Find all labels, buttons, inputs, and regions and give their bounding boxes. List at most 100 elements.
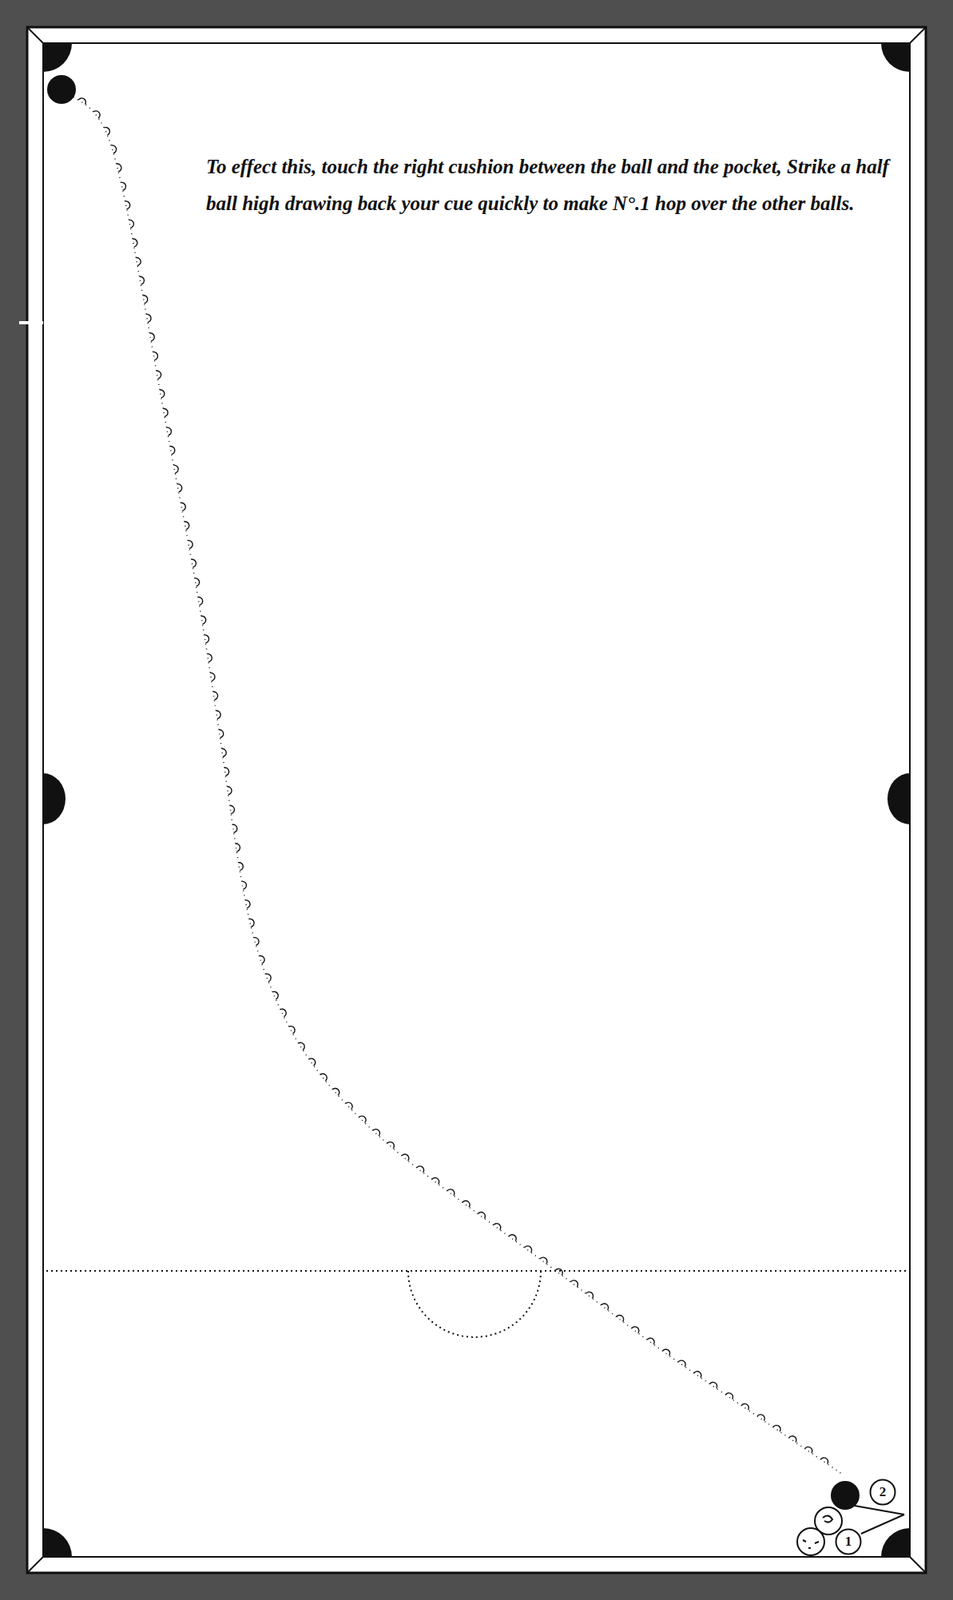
hop-mark bbox=[156, 370, 163, 380]
hop-mark bbox=[187, 540, 194, 549]
hop-mark bbox=[226, 786, 232, 795]
hop-mark bbox=[159, 389, 166, 398]
hop-mark bbox=[235, 842, 241, 852]
hop-mark bbox=[789, 1434, 799, 1443]
hop-mark bbox=[432, 1175, 441, 1184]
hop-mark bbox=[508, 1233, 518, 1242]
hop-mark bbox=[254, 936, 261, 946]
hop-mark bbox=[93, 109, 102, 119]
hop-mark bbox=[647, 1336, 656, 1345]
hop-mark bbox=[570, 1278, 580, 1287]
hop-mark bbox=[280, 1008, 288, 1017]
hop-mark bbox=[601, 1302, 611, 1311]
hop-mark bbox=[180, 502, 187, 512]
hop-mark bbox=[111, 144, 118, 154]
table-bed bbox=[43, 43, 910, 1557]
hop-mark bbox=[320, 1072, 329, 1081]
hop-mark bbox=[289, 1024, 297, 1034]
hop-mark bbox=[162, 408, 169, 417]
hop-mark bbox=[139, 275, 146, 285]
hop-mark bbox=[694, 1369, 703, 1378]
hop-mark bbox=[332, 1086, 341, 1096]
hop-mark bbox=[249, 917, 255, 927]
hop-mark bbox=[103, 126, 112, 136]
hop-mark bbox=[198, 596, 204, 606]
hop-mark bbox=[142, 294, 149, 304]
hop-mark bbox=[345, 1100, 355, 1110]
hop-mark bbox=[120, 181, 127, 191]
hop-mark bbox=[631, 1325, 641, 1334]
hop-mark bbox=[132, 238, 139, 247]
hop-mark bbox=[221, 748, 227, 758]
hop-mark bbox=[757, 1413, 767, 1422]
hop-mark bbox=[358, 1114, 368, 1124]
numbered-ball: 1 bbox=[834, 1528, 862, 1556]
numbered-ball: 2 bbox=[869, 1478, 897, 1506]
hop-mark bbox=[213, 690, 219, 700]
hop-mark bbox=[224, 766, 230, 776]
hop-mark bbox=[401, 1152, 411, 1161]
hop-mark bbox=[210, 672, 215, 682]
hop-mark bbox=[238, 861, 244, 871]
hop-mark bbox=[741, 1401, 751, 1410]
hop-mark bbox=[135, 257, 142, 267]
hop-mark bbox=[709, 1380, 719, 1389]
hop-mark bbox=[416, 1164, 426, 1173]
hop-mark bbox=[177, 483, 183, 493]
hop-mark bbox=[184, 520, 191, 530]
hop-mark bbox=[258, 954, 266, 964]
hop-mark bbox=[194, 577, 201, 587]
hop-mark bbox=[586, 1290, 596, 1299]
hop-mark bbox=[493, 1222, 503, 1231]
hop-mark bbox=[373, 1127, 382, 1136]
hop-mark bbox=[245, 899, 251, 909]
hop-mark bbox=[230, 805, 235, 815]
hop-mark bbox=[215, 710, 221, 719]
hop-mark bbox=[773, 1423, 783, 1432]
cushion-rail bbox=[27, 27, 926, 1573]
hop-mark bbox=[477, 1210, 487, 1219]
pockets bbox=[43, 43, 910, 1557]
hop-mark bbox=[232, 824, 238, 834]
hop-mark bbox=[524, 1244, 534, 1253]
hop-mark bbox=[201, 615, 207, 624]
hop-mark bbox=[191, 558, 198, 568]
hop-mark bbox=[616, 1314, 626, 1323]
hop-mark bbox=[146, 313, 152, 323]
hop-mark bbox=[820, 1456, 830, 1465]
hop-mark bbox=[462, 1199, 472, 1208]
path-dots bbox=[61, 89, 844, 1475]
hop-mark bbox=[149, 332, 155, 342]
ball-number: 2 bbox=[869, 1484, 897, 1501]
hop-mark bbox=[170, 445, 176, 455]
hop-mark bbox=[725, 1391, 735, 1400]
hop-mark bbox=[387, 1140, 397, 1149]
baulk-line bbox=[46, 1270, 908, 1338]
hop-mark bbox=[166, 426, 173, 436]
ball-number: 1 bbox=[834, 1533, 862, 1550]
red-ball bbox=[47, 75, 76, 104]
hop-mark bbox=[540, 1255, 549, 1264]
hop-mark bbox=[125, 200, 132, 210]
ball-path bbox=[61, 89, 844, 1475]
hop-mark bbox=[272, 990, 280, 1000]
hop-mark bbox=[555, 1266, 564, 1275]
hop-mark bbox=[218, 729, 224, 739]
hop-mark bbox=[805, 1445, 815, 1454]
hop-mark bbox=[663, 1347, 672, 1356]
hop-mark bbox=[678, 1358, 687, 1367]
hop-mark bbox=[153, 351, 159, 361]
hop-mark bbox=[116, 162, 123, 172]
hop-mark bbox=[447, 1187, 457, 1196]
hop-mark bbox=[128, 219, 135, 229]
hop-mark bbox=[78, 96, 88, 105]
cue-and-balls bbox=[797, 1505, 905, 1556]
hop-mark bbox=[298, 1040, 307, 1050]
hop-mark bbox=[207, 653, 213, 663]
hop-mark bbox=[309, 1056, 318, 1066]
hop-mark bbox=[242, 881, 248, 890]
hop-mark bbox=[265, 972, 272, 982]
instruction-note: To effect this, touch the right cushion … bbox=[206, 148, 902, 223]
